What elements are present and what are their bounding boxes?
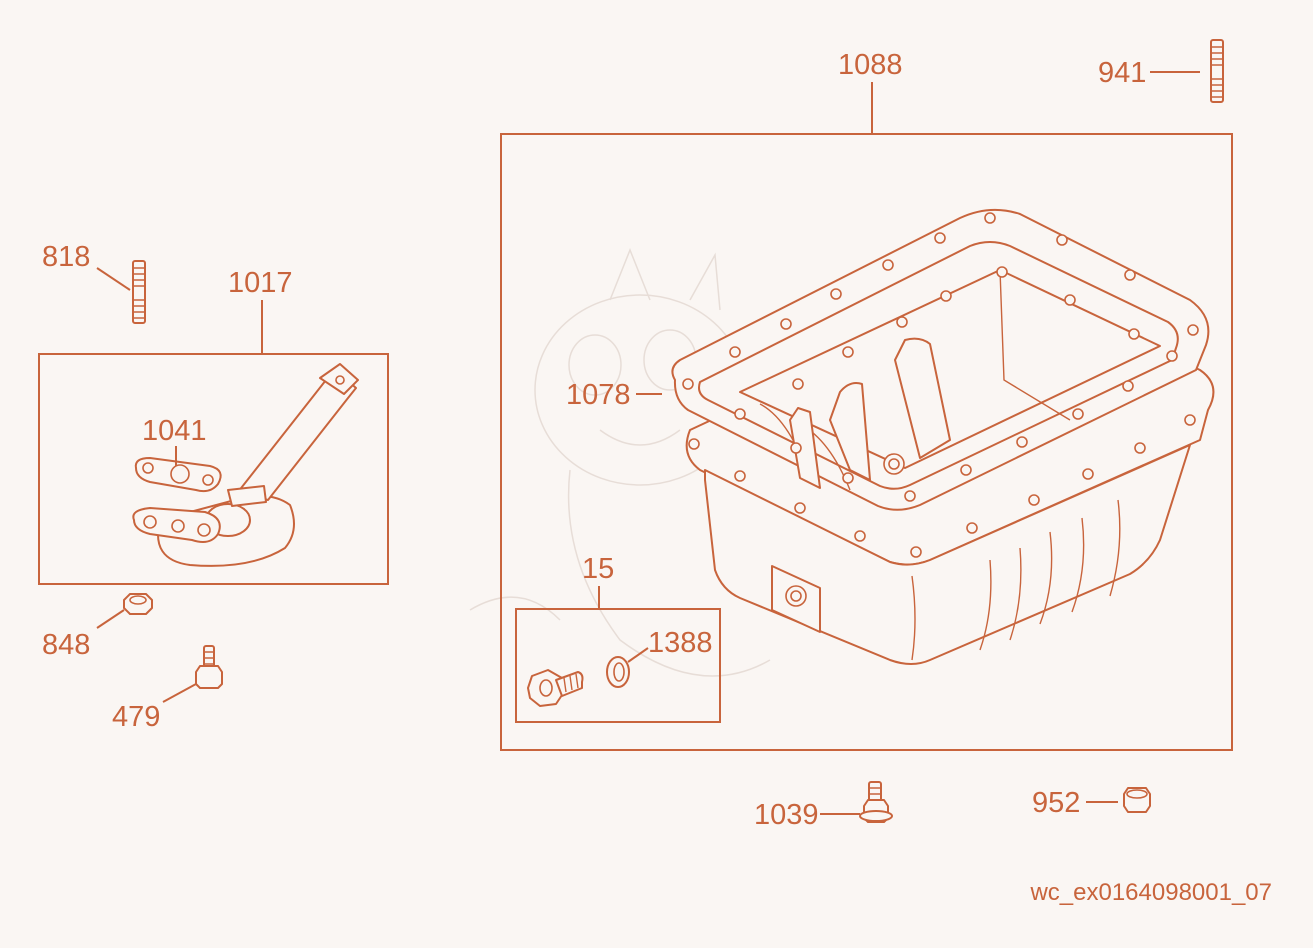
label-1017: 1017 [228, 267, 293, 299]
box-1088 [500, 133, 1233, 751]
oil-pan-1088 [671, 208, 1215, 665]
stud-818 [132, 260, 146, 324]
gasket-1041 [134, 457, 222, 493]
leader-848 [96, 609, 125, 629]
stud-941 [1210, 39, 1224, 103]
label-1039: 1039 [754, 799, 819, 831]
label-1088: 1088 [838, 49, 903, 81]
oil-strainer-1017 [132, 363, 359, 567]
drain-plug-bolt [527, 669, 584, 707]
label-1078: 1078 [566, 379, 631, 411]
leader-818 [96, 267, 131, 291]
box-15 [515, 608, 721, 723]
bolt-479 [195, 645, 223, 689]
label-848: 848 [42, 629, 90, 661]
diagram-code: wc_ex0164098001_07 [1029, 879, 1272, 906]
label-1388: 1388 [648, 627, 713, 659]
label-15: 15 [582, 553, 614, 585]
plug-952 [1123, 787, 1151, 813]
flange-holes [682, 212, 1199, 558]
label-818: 818 [42, 241, 90, 273]
label-479: 479 [112, 701, 160, 733]
label-941: 941 [1098, 57, 1146, 89]
nut-848 [123, 593, 153, 615]
leader-1388 [627, 647, 649, 663]
label-1041: 1041 [142, 415, 207, 447]
leader-479 [162, 683, 197, 703]
box-1017 [38, 353, 389, 585]
bolt-1039 [859, 781, 893, 823]
label-952: 952 [1032, 787, 1080, 819]
drain-washer-1388 [606, 656, 630, 688]
